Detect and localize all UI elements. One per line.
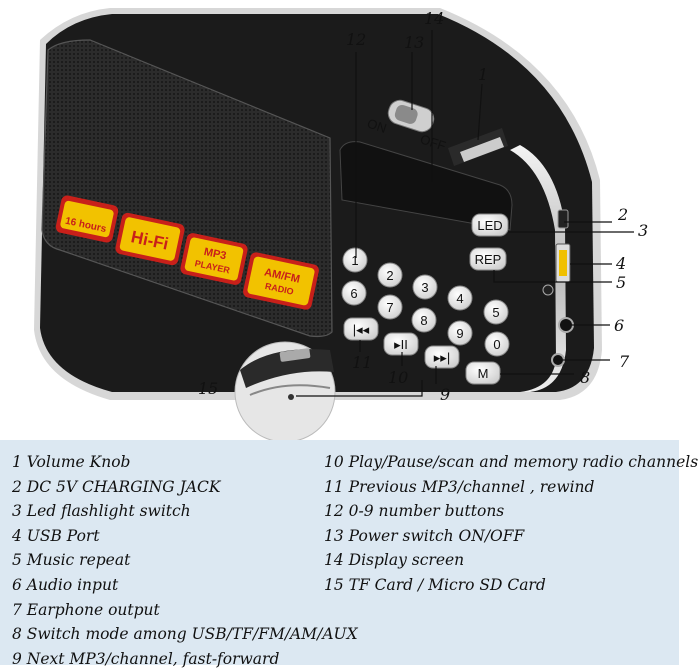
feature-badges: 16 hours Hi-Fi MP3 PLAYER AM/FM RADIO xyxy=(55,195,319,310)
number-key-3[interactable]: 3 xyxy=(412,274,438,300)
callout-3: 3 xyxy=(638,221,648,240)
legend-item: 1 Volume Knob xyxy=(12,453,131,471)
callout-5: 5 xyxy=(616,273,626,292)
legend-item: 7 Earphone output xyxy=(12,600,160,619)
number-key-label: 8 xyxy=(420,313,427,328)
number-key-label: 2 xyxy=(386,268,393,283)
callout-9: 9 xyxy=(440,385,450,404)
volume-knob[interactable] xyxy=(448,128,508,166)
number-key-9[interactable]: 9 xyxy=(447,320,473,346)
legend-item: 6 Audio input xyxy=(12,575,119,594)
legend-item: 2 DC 5V CHARGING JACK xyxy=(12,477,221,496)
badge-mp3-top: MP3 xyxy=(203,246,228,262)
number-key-label: 1 xyxy=(351,253,358,268)
callout-2: 2 xyxy=(617,205,628,224)
legend-item: 9 Next MP3/channel, fast-forward xyxy=(12,649,280,668)
number-key-label: 4 xyxy=(456,291,463,306)
play-pause-button[interactable]: ▸II xyxy=(383,332,419,356)
previous-button[interactable]: |◂◂ xyxy=(343,317,379,341)
legend-item: 10 Play/Pause/scan and memory radio chan… xyxy=(324,453,698,471)
power-switch[interactable]: ON OFF xyxy=(365,97,448,154)
number-key-4[interactable]: 4 xyxy=(447,285,473,311)
number-key-label: 5 xyxy=(492,305,499,320)
radio-illustration: 16 hours Hi-Fi MP3 PLAYER AM/FM RADIO ON… xyxy=(34,8,648,443)
rep-button[interactable]: REP xyxy=(469,247,507,271)
number-key-2[interactable]: 2 xyxy=(377,262,403,288)
legend-item: 12 0-9 number buttons xyxy=(324,502,505,521)
leader-lines xyxy=(296,30,634,397)
badge-hours: 16 hours xyxy=(55,195,119,243)
mode-button-label: M xyxy=(478,366,489,381)
number-key-5[interactable]: 5 xyxy=(483,299,509,325)
legend-right-column: 10 Play/Pause/scan and memory radio chan… xyxy=(324,450,698,598)
number-key-label: 0 xyxy=(493,337,500,352)
next-icon: ▸▸| xyxy=(434,350,450,365)
callout-4: 4 xyxy=(615,254,626,273)
legend-item: 13 Power switch ON/OFF xyxy=(324,526,525,545)
tf-card-inset xyxy=(234,341,336,443)
badge-amfm: AM/FM RADIO xyxy=(243,252,319,310)
rep-button-label: REP xyxy=(475,252,502,267)
callout-1: 1 xyxy=(478,65,488,84)
badge-mp3: MP3 PLAYER xyxy=(180,233,248,285)
callout-6: 6 xyxy=(614,316,624,335)
audio-input-jack xyxy=(558,317,574,333)
previous-icon: |◂◂ xyxy=(353,322,370,337)
number-key-6[interactable]: 6 xyxy=(341,280,367,306)
callout-7: 7 xyxy=(619,352,630,371)
switch-on-label: ON xyxy=(365,116,388,136)
legend-item: 4 USB Port xyxy=(12,526,100,545)
legend-item: 3 Led flashlight switch xyxy=(12,502,191,521)
callout-8: 8 xyxy=(580,368,590,387)
callout-12: 12 xyxy=(346,30,366,49)
badge-hifi: Hi-Fi xyxy=(115,212,185,266)
legend-left-column: 1 Volume Knob 2 DC 5V CHARGING JACK 3 Led … xyxy=(12,450,358,671)
led-button-label: LED xyxy=(477,218,502,233)
side-ports xyxy=(542,209,574,367)
number-key-label: 9 xyxy=(456,326,463,341)
number-keypad: 1 2 3 4 5 6 7 8 9 0 xyxy=(341,247,510,357)
mode-button[interactable]: M xyxy=(465,361,501,385)
number-key-1[interactable]: 1 xyxy=(342,247,368,273)
callout-15: 15 xyxy=(198,379,218,398)
callout-13: 13 xyxy=(404,33,424,52)
next-button[interactable]: ▸▸| xyxy=(424,345,460,369)
legend-item: 11 Previous MP3/channel , rewind xyxy=(324,477,595,496)
callout-14: 14 xyxy=(424,9,444,28)
repeat-hole xyxy=(542,284,554,296)
number-key-8[interactable]: 8 xyxy=(411,307,437,333)
led-button[interactable]: LED xyxy=(471,213,509,237)
number-key-7[interactable]: 7 xyxy=(377,294,403,320)
dc-jack xyxy=(557,209,569,229)
legend-panel: 1 Volume Knob 2 DC 5V CHARGING JACK 3 Led … xyxy=(0,440,698,668)
display-screen xyxy=(339,141,513,231)
callout-11: 11 xyxy=(352,353,372,372)
number-key-label: 3 xyxy=(421,280,428,295)
number-key-0[interactable]: 0 xyxy=(484,331,510,357)
play-pause-icon: ▸II xyxy=(394,337,408,352)
number-key-label: 7 xyxy=(386,300,393,315)
legend-item: 14 Display screen xyxy=(324,551,465,570)
radio-diagram: 16 hours Hi-Fi MP3 PLAYER AM/FM RADIO ON… xyxy=(34,8,648,443)
legend-item: 8 Switch mode among USB/TF/FM/AM/AUX xyxy=(12,625,358,644)
number-key-label: 6 xyxy=(350,286,357,301)
legend-item: 15 TF Card / Micro SD Card xyxy=(324,575,546,594)
callout-10: 10 xyxy=(388,368,408,387)
usb-port-insert xyxy=(559,250,567,276)
legend-item: 5 Music repeat xyxy=(12,551,131,570)
